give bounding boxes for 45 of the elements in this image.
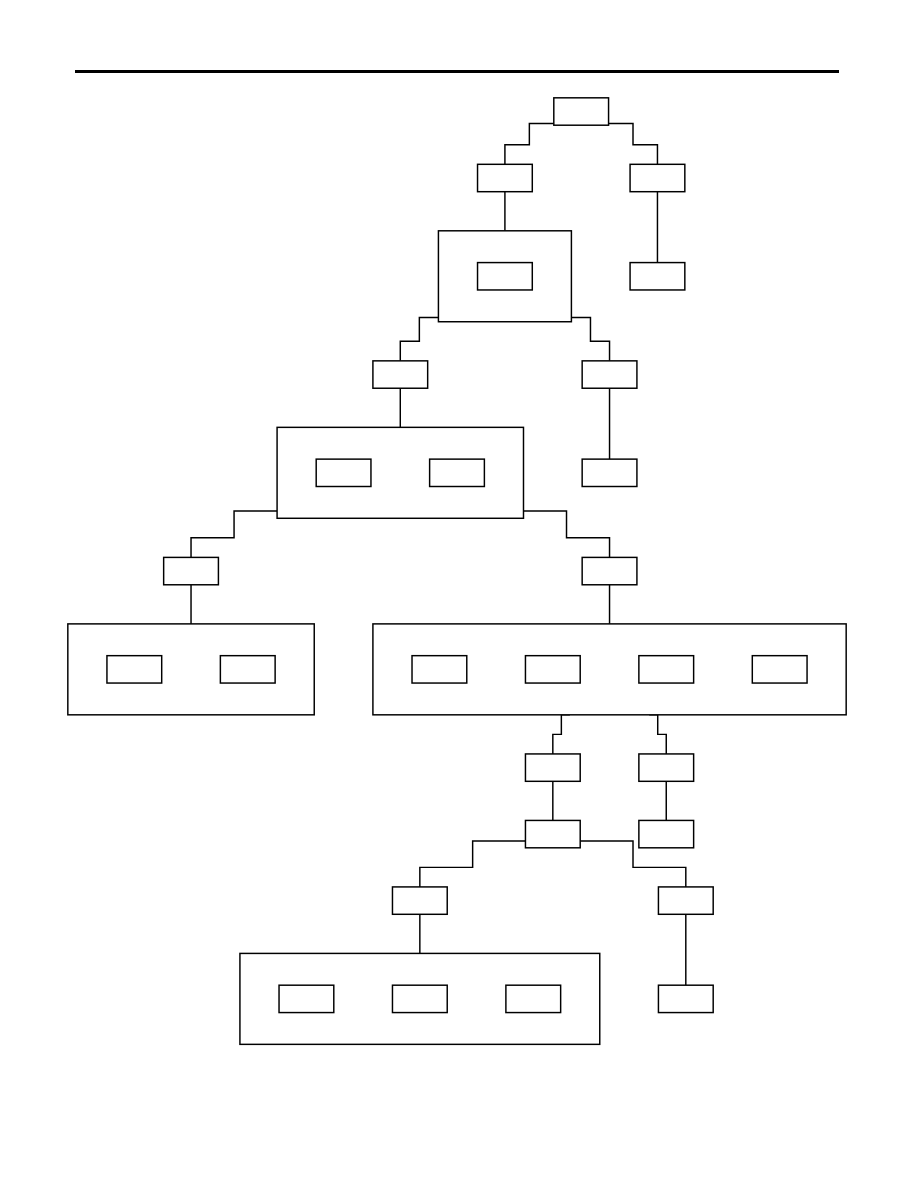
node-box xyxy=(553,97,610,126)
connector xyxy=(665,780,667,822)
node-box xyxy=(372,360,429,389)
node-box xyxy=(629,163,686,193)
node-box xyxy=(391,984,448,1014)
connector xyxy=(685,913,687,986)
node-box xyxy=(629,261,686,291)
node-box xyxy=(476,261,534,291)
node-box xyxy=(638,654,695,684)
node-box xyxy=(278,984,335,1014)
node-box xyxy=(581,556,638,586)
connector xyxy=(504,190,506,232)
node-box xyxy=(751,654,808,684)
node-box xyxy=(638,753,695,783)
connector xyxy=(399,387,402,429)
connector xyxy=(608,584,611,625)
node-box xyxy=(476,163,534,193)
node-box xyxy=(428,458,486,488)
connector xyxy=(190,510,278,559)
node-box xyxy=(657,984,714,1014)
node-box xyxy=(657,886,714,916)
node-box xyxy=(581,360,638,389)
node-box xyxy=(411,654,468,684)
node-box xyxy=(524,753,581,783)
connector xyxy=(552,780,554,822)
node-box xyxy=(315,458,372,488)
cluster xyxy=(67,623,315,716)
cluster xyxy=(276,426,525,519)
cluster xyxy=(372,623,847,716)
connector xyxy=(608,387,611,460)
connector xyxy=(419,913,421,955)
node-box xyxy=(505,984,562,1014)
cluster xyxy=(239,952,601,1046)
node-box xyxy=(524,654,581,684)
node-box xyxy=(638,819,695,849)
node-box xyxy=(524,819,581,849)
connector xyxy=(607,122,659,166)
connector xyxy=(190,584,192,625)
node-box xyxy=(581,458,638,488)
node-box xyxy=(106,654,163,684)
cluster xyxy=(437,230,573,323)
connector xyxy=(656,190,659,264)
node-box xyxy=(219,654,276,684)
node-box xyxy=(162,556,220,586)
node-box xyxy=(391,886,448,916)
